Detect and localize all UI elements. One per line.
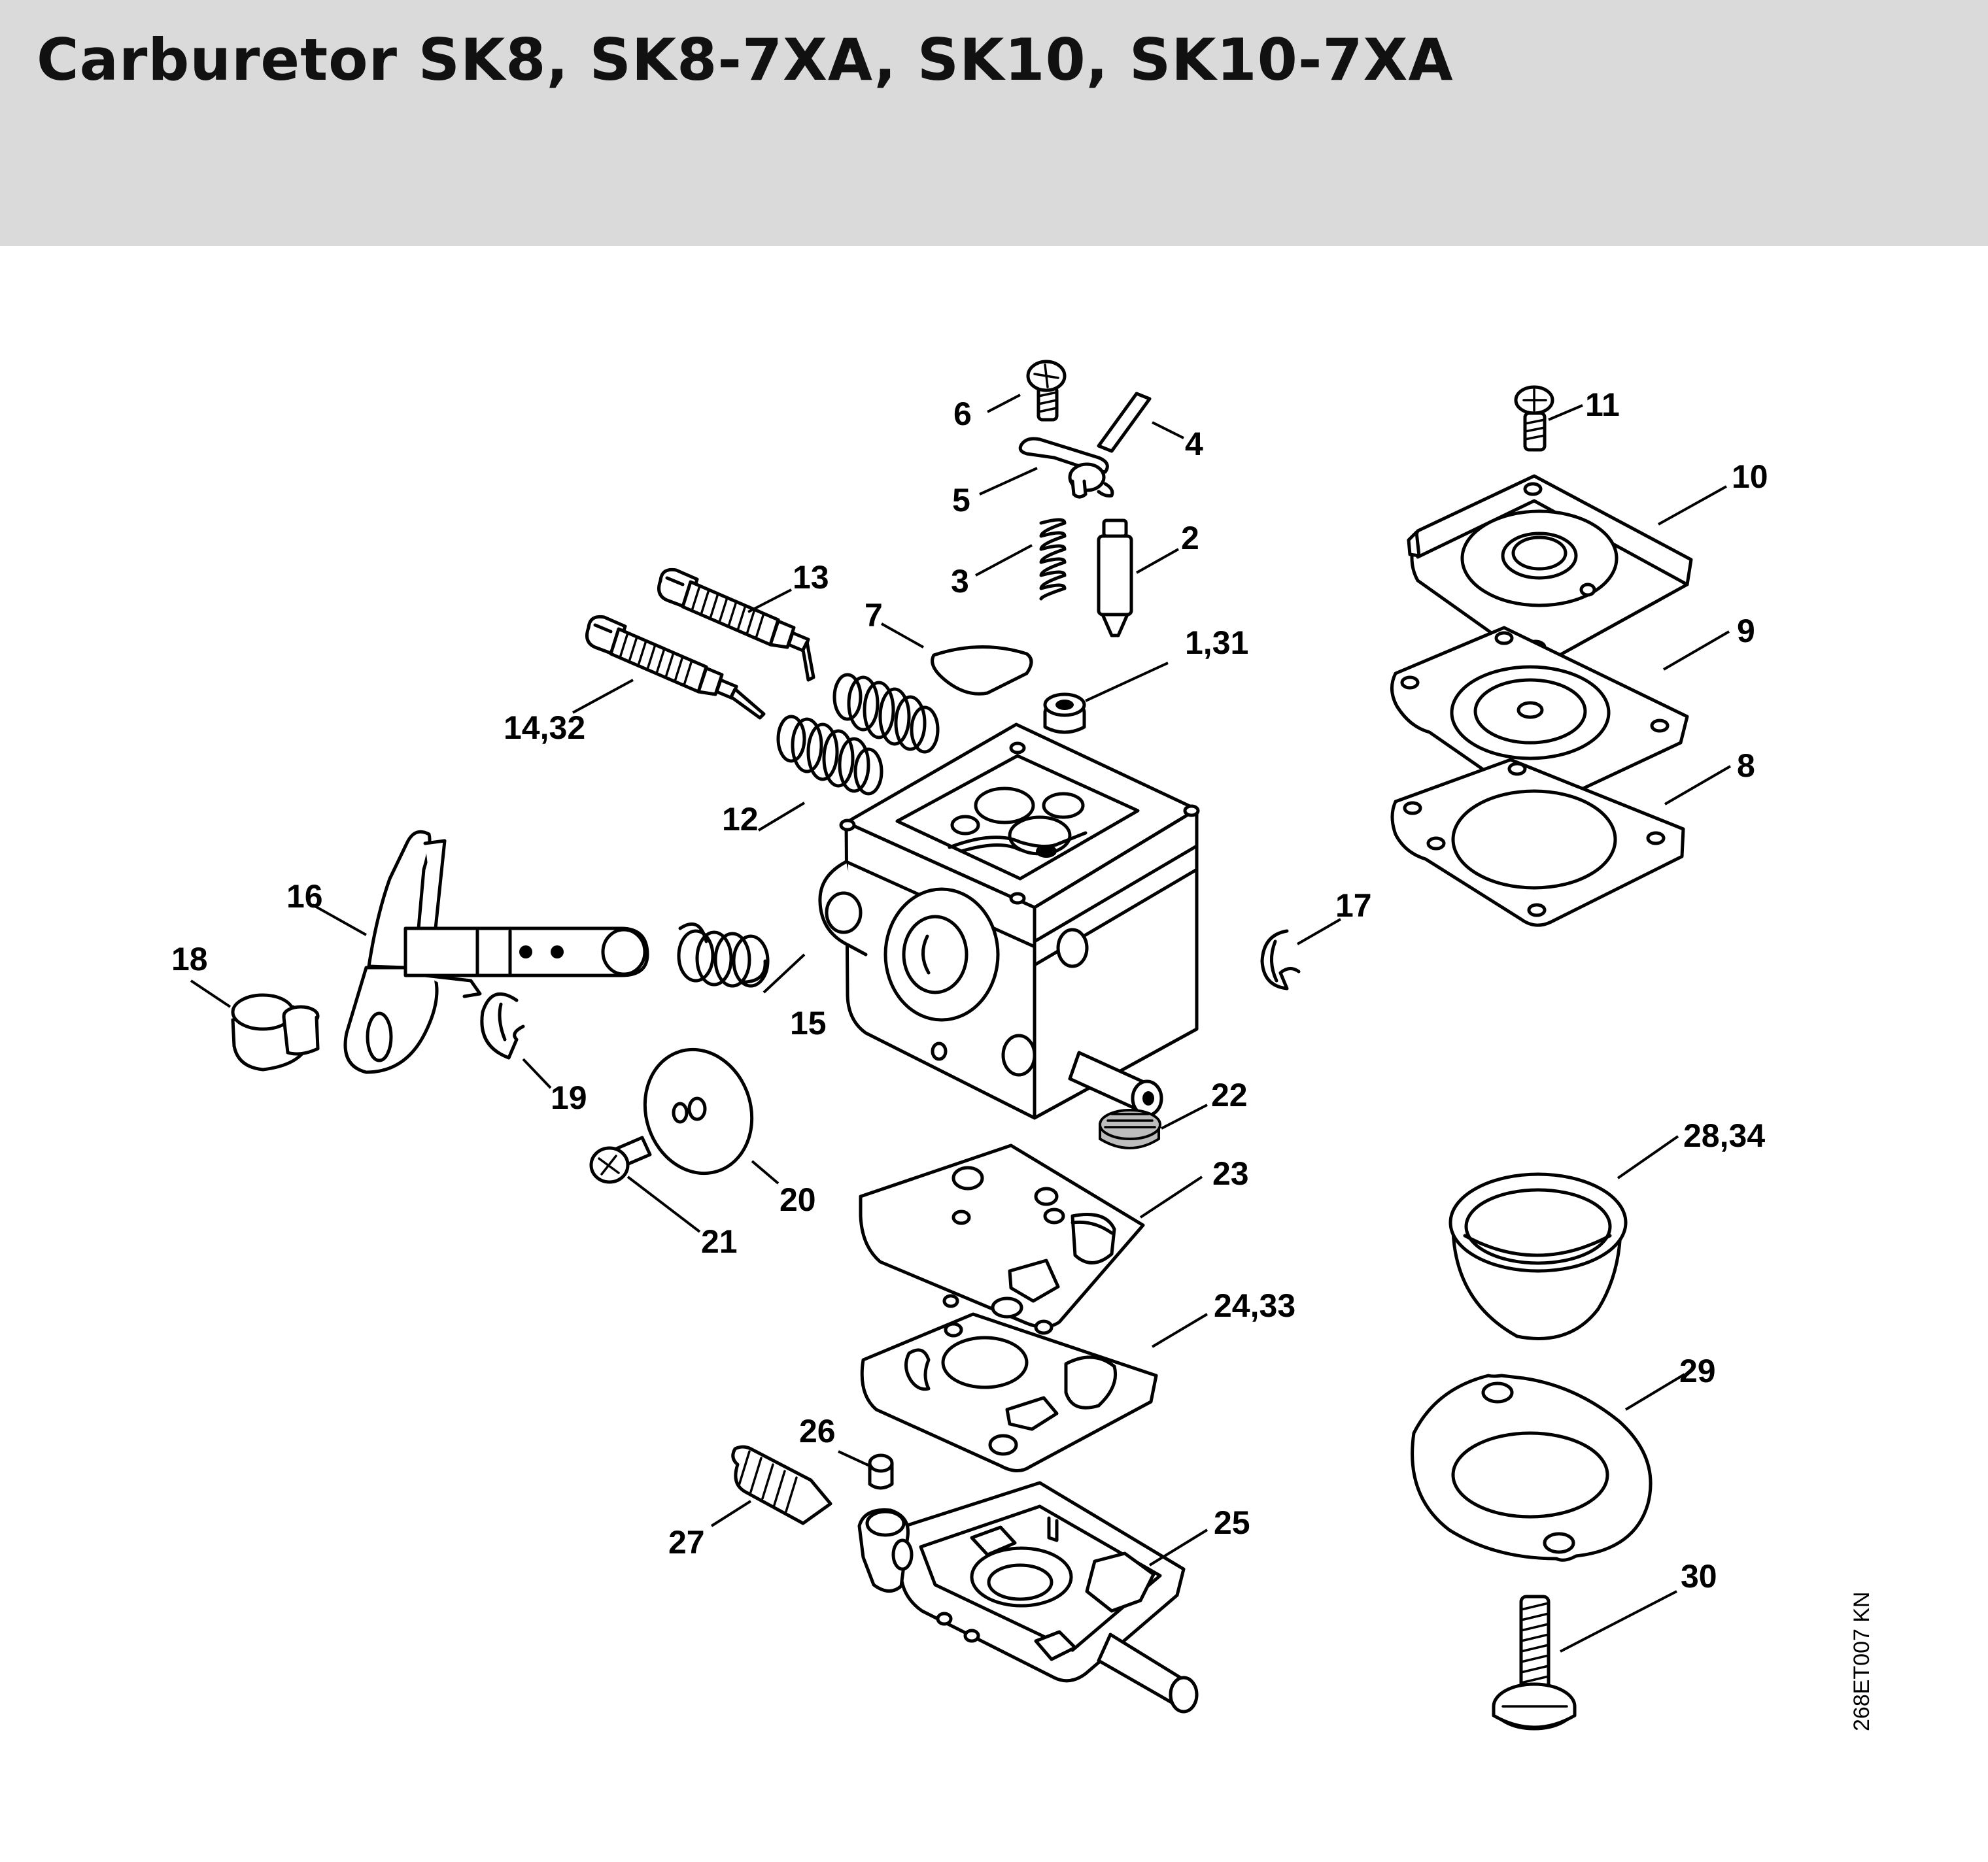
part-28-primer-bulb (1448, 1172, 1628, 1340)
label-30: 30 (1681, 1558, 1717, 1595)
label-18: 18 (171, 941, 208, 977)
part-2-needle (1097, 518, 1133, 637)
label-13: 13 (793, 559, 829, 596)
label-5: 5 (952, 482, 970, 518)
label-14-32: 14,32 (504, 709, 585, 746)
label-9: 9 (1737, 613, 1755, 649)
part-8-pump-gasket (1390, 758, 1685, 927)
part-25-cover (857, 1481, 1199, 1714)
label-15: 15 (790, 1005, 827, 1041)
part-20-throttle-plate (643, 1047, 754, 1176)
part-16-throttle-shaft (343, 830, 649, 1074)
drawing-reference: 268ET007 KN (1849, 1591, 1874, 1731)
label-3: 3 (951, 563, 969, 600)
part-7-tab (931, 645, 1033, 696)
part-19-circlip (480, 992, 525, 1060)
label-1-31: 1,31 (1185, 624, 1248, 661)
label-10: 10 (1732, 458, 1768, 495)
label-20: 20 (780, 1181, 816, 1218)
part-5-lever (1018, 437, 1114, 499)
part-4-pin (1097, 392, 1152, 453)
label-7: 7 (865, 597, 883, 634)
label-11: 11 (1585, 386, 1620, 423)
label-12: 12 (722, 801, 759, 838)
label-29: 29 (1679, 1353, 1716, 1389)
part-11-screw (1514, 385, 1554, 452)
label-19: 19 (551, 1079, 587, 1116)
part-21-screw (589, 1136, 652, 1184)
label-22: 22 (1211, 1077, 1248, 1113)
spring-upper (832, 673, 940, 754)
spring-lower (776, 715, 883, 796)
label-6: 6 (953, 396, 972, 432)
label-25: 25 (1214, 1504, 1250, 1541)
part-14-adjusting-screw (585, 615, 766, 720)
label-2: 2 (1181, 520, 1199, 556)
label-4: 4 (1185, 426, 1203, 462)
part-18-bushing (231, 993, 320, 1072)
leader-lines (190, 394, 1732, 1653)
label-8: 8 (1737, 747, 1755, 784)
part-12-springs (776, 673, 940, 796)
part-15-spring (677, 922, 770, 988)
label-16: 16 (286, 878, 323, 915)
part-1-bushing (1043, 692, 1086, 734)
label-23: 23 (1212, 1155, 1249, 1192)
part-27-strainer (731, 1445, 832, 1525)
label-21: 21 (701, 1223, 738, 1260)
part-17-circlip (1260, 929, 1301, 990)
label-26: 26 (799, 1413, 836, 1449)
label-17: 17 (1335, 887, 1372, 924)
header-band (0, 0, 1988, 246)
part-24-diaphragm (860, 1312, 1158, 1472)
part-6-screw (1026, 360, 1067, 422)
part-10-pump-cover (1407, 474, 1693, 664)
part-3-spring (1039, 518, 1067, 601)
part-30-screw (1492, 1595, 1577, 1731)
carburetor-body (818, 722, 1200, 1120)
page-title: Carburetor SK8, SK8-7XA, SK10, SK10-7XA (37, 26, 1454, 93)
part-13-adjusting-screw (657, 567, 815, 682)
part-26-plug (868, 1453, 894, 1490)
label-24-33: 24,33 (1214, 1287, 1295, 1324)
part-23-gasket (859, 1143, 1145, 1329)
part-29-retainer (1411, 1374, 1653, 1562)
label-27: 27 (668, 1524, 705, 1561)
part-labels: 6 4 5 2 3 13 7 1,31 14,32 12 16 18 17 15… (171, 386, 1768, 1595)
label-28-34: 28,34 (1683, 1117, 1765, 1154)
part-22-screen (1099, 1109, 1161, 1149)
